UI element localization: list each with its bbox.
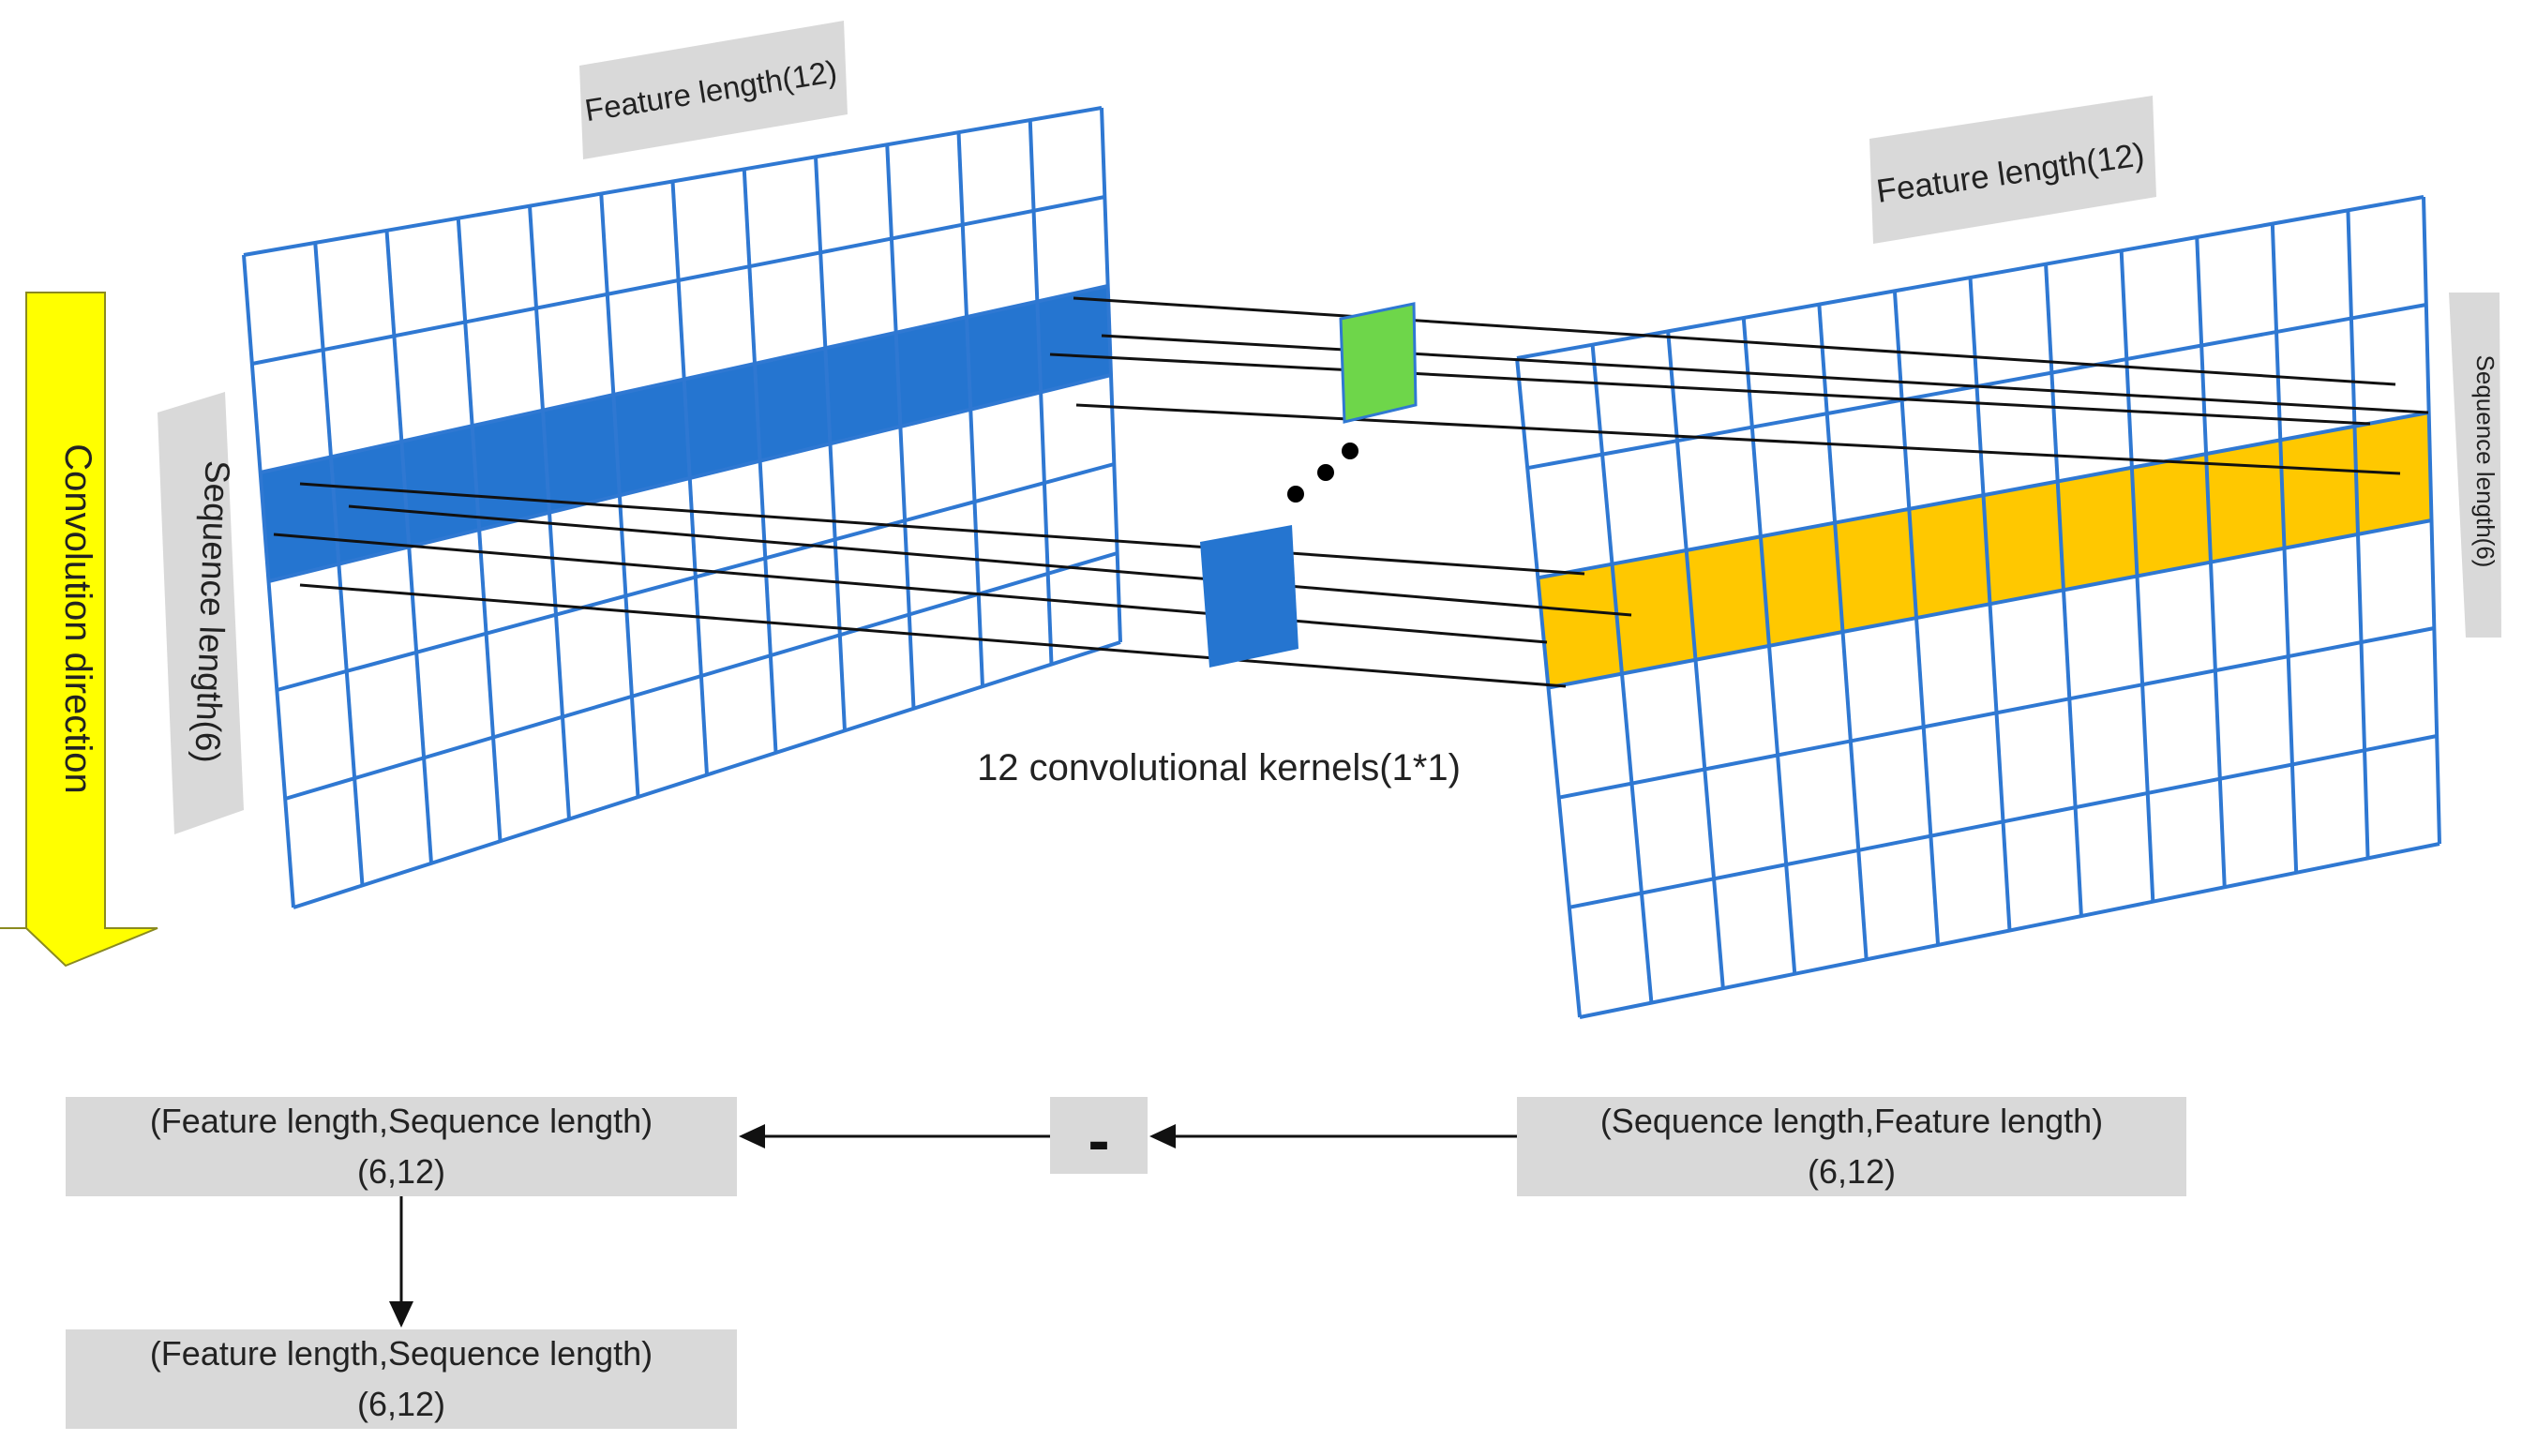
connector-line bbox=[1049, 353, 2371, 426]
connector-line bbox=[1073, 296, 2396, 386]
blue-kernel bbox=[1200, 525, 1299, 668]
arrowhead-operator bbox=[1149, 1124, 1176, 1148]
left-feature-length-label: Feature length(12) bbox=[579, 21, 848, 159]
flow-input-line1: (Sequence length,Feature length) bbox=[1600, 1102, 2103, 1140]
flow-arrows bbox=[389, 1124, 1517, 1328]
right-feature-length-label: Feature length(12) bbox=[1869, 96, 2156, 244]
arrowhead-transposed bbox=[739, 1124, 765, 1148]
grid-row-line bbox=[1548, 518, 2432, 690]
ellipsis-dot bbox=[1317, 464, 1334, 481]
green-kernel bbox=[1339, 302, 1418, 424]
grid-row-line bbox=[1516, 195, 2424, 360]
grid-row-line bbox=[276, 462, 1115, 692]
flow-input-box: (Sequence length,Feature length) (6,12) bbox=[1517, 1097, 2186, 1196]
grid-row-line bbox=[1558, 626, 2435, 800]
right-sequence-length-label: Sequence length(6) bbox=[2449, 293, 2501, 638]
flow-operator-box: - bbox=[1050, 1097, 1148, 1177]
left-sequence-length-label: Sequence length(6) bbox=[158, 392, 244, 834]
flow-output-bg bbox=[66, 1329, 737, 1429]
flow-input-box-bg bbox=[1517, 1097, 2186, 1196]
connector-line bbox=[299, 583, 1567, 688]
grid-row-line bbox=[260, 284, 1109, 474]
input-feature-grid bbox=[242, 106, 1122, 909]
flow-transposed-line2: (6,12) bbox=[357, 1152, 445, 1191]
connector-line bbox=[1075, 403, 2401, 475]
bottom-connector-lines bbox=[273, 482, 1632, 688]
arrow-shape bbox=[0, 292, 158, 968]
top-connector-lines bbox=[1049, 296, 2429, 475]
grid-row-line bbox=[293, 640, 1121, 909]
flow-output-line1: (Feature length,Sequence length) bbox=[150, 1334, 653, 1373]
connector-line bbox=[348, 504, 1632, 617]
input-grid-lines bbox=[242, 106, 1122, 909]
grid-row-line bbox=[251, 195, 1105, 366]
flow-output-line2: (6,12) bbox=[357, 1385, 445, 1423]
grid-row-line bbox=[1537, 411, 2430, 580]
right-sequence-length-box bbox=[2449, 293, 2501, 638]
flow-output-box: (Feature length,Sequence length) (6,12) bbox=[66, 1329, 737, 1429]
left-sequence-length-box bbox=[158, 392, 244, 834]
flow-transposed-line1: (Feature length,Sequence length) bbox=[150, 1102, 653, 1140]
convolution-direction-arrow: Convolution direction bbox=[0, 292, 158, 968]
flow-transposed-box: (Feature length,Sequence length) (6,12) bbox=[66, 1097, 737, 1196]
ellipsis-dot bbox=[1342, 443, 1359, 459]
flow-operator-text: - bbox=[1088, 1103, 1109, 1177]
output-feature-grid bbox=[1515, 195, 2441, 1019]
ellipsis-dot bbox=[1287, 486, 1304, 503]
output-highlight-row bbox=[1538, 413, 2432, 688]
connector-line bbox=[273, 533, 1548, 644]
kernel-ellipsis bbox=[1287, 443, 1359, 503]
arrowhead-output bbox=[389, 1301, 413, 1328]
connector-line bbox=[1101, 334, 2429, 414]
grid-row-line bbox=[243, 106, 1103, 257]
flow-input-line2: (6,12) bbox=[1808, 1152, 1896, 1191]
flow-transposed-bg bbox=[66, 1097, 737, 1196]
grid-row-line bbox=[1579, 842, 2440, 1019]
connector-line bbox=[299, 482, 1585, 576]
left-feature-length-box bbox=[579, 21, 848, 159]
kernels-label: 12 convolutional kernels(1*1) bbox=[977, 747, 1461, 788]
grid-row-line bbox=[1569, 734, 2438, 909]
right-feature-length-box bbox=[1869, 96, 2156, 244]
convolution-direction-text: Convolution direction bbox=[57, 443, 98, 794]
right-sequence-length-text: Sequence length(6) bbox=[2471, 355, 2499, 568]
flow-operator-bg bbox=[1050, 1097, 1148, 1174]
